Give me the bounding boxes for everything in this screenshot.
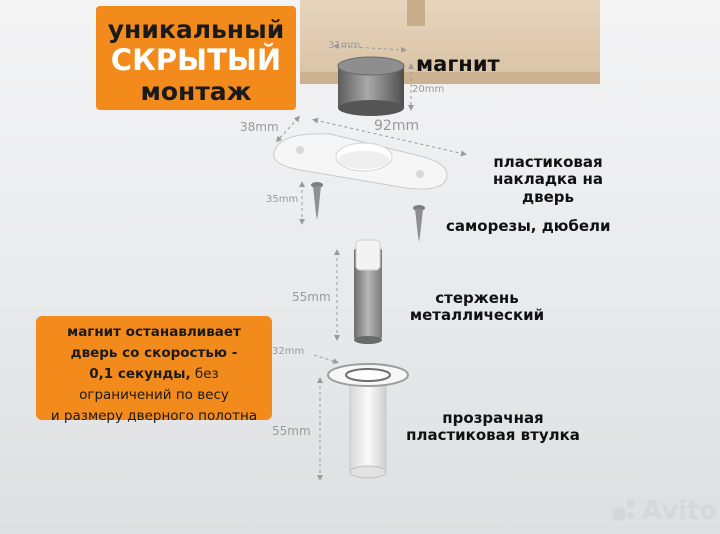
- magnet-diameter-label: 31mm: [328, 40, 361, 51]
- screw-length-label: 35mm: [266, 194, 299, 205]
- sleeve-diameter-label: 32mm: [272, 346, 305, 357]
- avito-logo-icon: [612, 499, 638, 523]
- note-line-1: магнит останавливает: [67, 324, 241, 340]
- rod-label-line-1: стержень: [435, 289, 519, 307]
- plastic-plate-part: [273, 133, 448, 190]
- note-line-3-rest: без: [190, 366, 219, 382]
- metal-rod-part: [354, 239, 382, 344]
- note-box: магнит останавливает дверь со скоростью …: [36, 316, 272, 424]
- sleeve-label-line-1: прозрачная: [442, 409, 544, 427]
- screws-label: саморезы, дюбели: [446, 217, 611, 235]
- headline-box: уникальный СКРЫТЫЙ монтаж: [96, 6, 296, 110]
- plate-width-label: 38mm: [240, 120, 279, 134]
- note-line-3-bold: 0,1 секунды,: [89, 366, 191, 382]
- avito-watermark-text: Avito: [642, 496, 718, 526]
- magnet-part: [337, 56, 405, 116]
- rod-label-line-2: металлический: [409, 306, 545, 325]
- plate-label-line-2: накладка на дверь: [493, 170, 603, 206]
- headline-line-2: СКРЫТЫЙ: [110, 43, 282, 77]
- plate-width-arrow: [275, 115, 301, 143]
- headline-line-1: уникальный: [107, 15, 285, 44]
- screw-right: [413, 205, 425, 242]
- plate-length-label: 92mm: [374, 118, 420, 134]
- plastic-sleeve-part: [327, 363, 409, 479]
- headline-line-3: монтаж: [140, 77, 252, 106]
- magnet-height-label: 20mm: [412, 84, 445, 95]
- plate-label: пластиковая накладка на дверь: [466, 153, 630, 206]
- magnet-label: магнит: [416, 52, 500, 76]
- screw-left: [311, 182, 323, 220]
- plate-label-line-1: пластиковая: [493, 153, 603, 171]
- sleeve-diameter-arrow: [313, 354, 339, 364]
- rod-length-label: 55mm: [292, 290, 331, 304]
- note-line-2: дверь со скоростью -: [70, 345, 238, 361]
- sleeve-length-label: 55mm: [272, 424, 311, 438]
- note-line-3: 0,1 секунды, без: [40, 364, 268, 385]
- avito-watermark: Avito: [612, 496, 717, 526]
- rod-label: стержень металлический: [400, 289, 554, 325]
- note-line-5: и размеру дверного полотна: [50, 408, 258, 424]
- sleeve-label-line-2: пластиковая втулка: [406, 426, 580, 445]
- door-frame-slot: [407, 0, 425, 26]
- plate-length-arrow: [312, 117, 467, 157]
- sleeve-label: прозрачная пластиковая втулка: [404, 409, 582, 445]
- magnet-diameter-arrow: [333, 43, 407, 53]
- note-line-4: ограничений по весу: [79, 387, 229, 403]
